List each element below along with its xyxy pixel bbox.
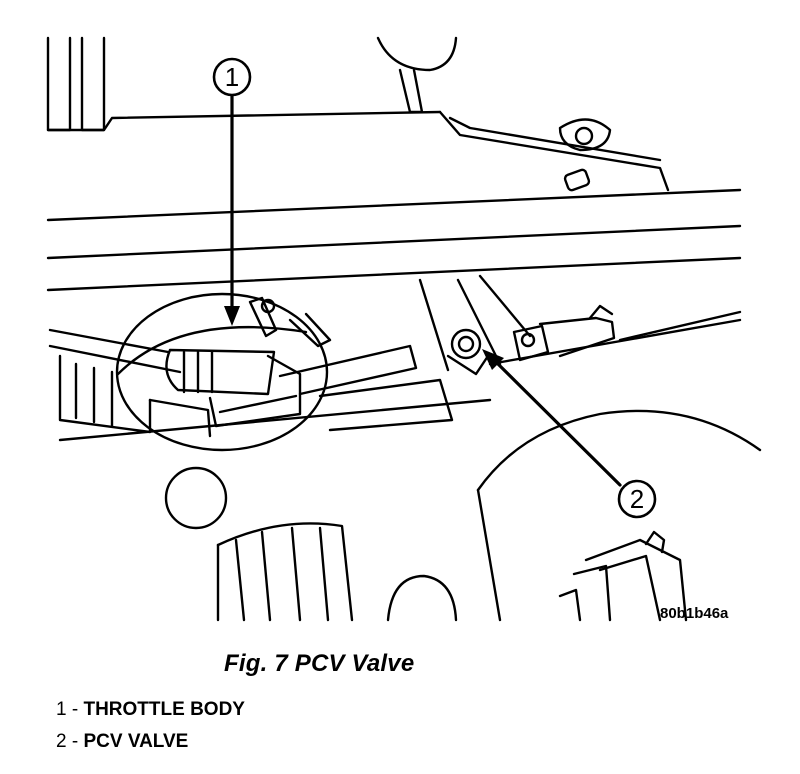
- image-code: 80b1b46a: [660, 605, 729, 622]
- engine-illustration: 1 2 80b1b46a: [46, 36, 762, 622]
- legend-label: THROTTLE BODY: [83, 699, 245, 720]
- callout-2-number: 2: [630, 484, 644, 514]
- callout-2-leader: [494, 360, 622, 487]
- legend-number: 1 -: [56, 699, 79, 720]
- throttle-body: [48, 292, 454, 452]
- figure-caption: Fig. 7 PCV Valve: [224, 650, 415, 677]
- legend-label: PCV VALVE: [83, 731, 189, 752]
- callout-1-arrowhead: [224, 306, 240, 326]
- callout-2-arrowhead: [482, 349, 504, 370]
- legend-item-throttle-body: 1 - THROTTLE BODY: [56, 694, 245, 726]
- pcv-valve-assembly: [418, 274, 742, 376]
- callout-2: 2: [482, 349, 657, 519]
- lower-housing: [58, 398, 762, 622]
- legend-item-pcv-valve: 2 - PCV VALVE: [56, 726, 245, 758]
- upper-bracket: [46, 36, 742, 292]
- callout-1-number: 1: [225, 62, 239, 92]
- legend-number: 2 -: [56, 731, 79, 752]
- figure-legend: 1 - THROTTLE BODY 2 - PCV VALVE: [56, 694, 245, 758]
- callout-1: 1: [212, 57, 252, 326]
